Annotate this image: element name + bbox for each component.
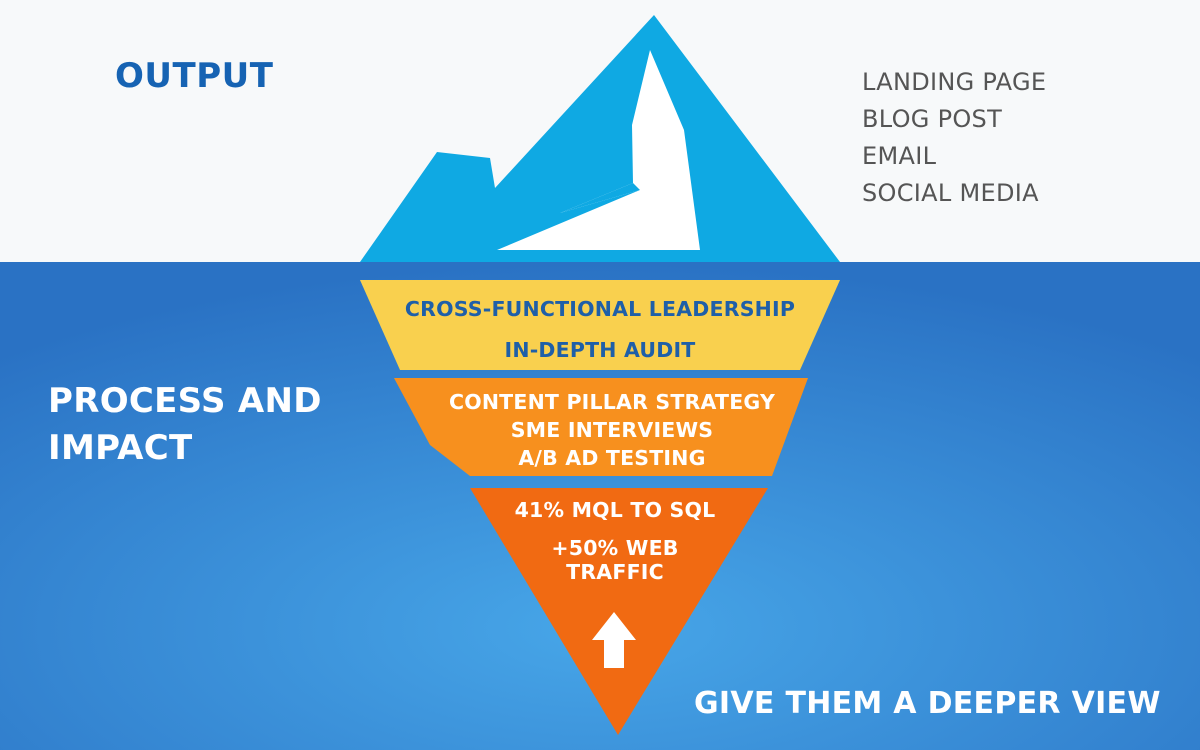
process-title: PROCESS AND IMPACT bbox=[48, 378, 378, 472]
output-list: LANDING PAGE BLOG POST EMAIL SOCIAL MEDI… bbox=[862, 64, 1046, 212]
layer-line: CROSS-FUNCTIONAL LEADERSHIP bbox=[380, 289, 820, 330]
layer-line: 41% MQL TO SQL bbox=[495, 496, 735, 524]
layer-line: IN-DEPTH AUDIT bbox=[380, 330, 820, 371]
layer-strategy-text: CONTENT PILLAR STRATEGY SME INTERVIEWS A… bbox=[412, 388, 812, 472]
process-title-line1: PROCESS AND bbox=[48, 378, 378, 425]
layer-line: +50% WEB bbox=[495, 536, 735, 560]
layer-line: SME INTERVIEWS bbox=[412, 416, 812, 444]
tagline: GIVE THEM A DEEPER VIEW bbox=[694, 686, 1161, 721]
layer-line: A/B AD TESTING bbox=[412, 444, 812, 472]
output-title: OUTPUT bbox=[115, 56, 273, 96]
output-item: LANDING PAGE bbox=[862, 64, 1046, 101]
layer-line: TRAFFIC bbox=[495, 560, 735, 584]
layer-leadership-text: CROSS-FUNCTIONAL LEADERSHIP IN-DEPTH AUD… bbox=[380, 289, 820, 371]
layer-impact-text: 41% MQL TO SQL +50% WEB TRAFFIC bbox=[495, 496, 735, 584]
output-item: SOCIAL MEDIA bbox=[862, 175, 1046, 212]
output-item: EMAIL bbox=[862, 138, 1046, 175]
layer-line: CONTENT PILLAR STRATEGY bbox=[412, 388, 812, 416]
process-title-line2: IMPACT bbox=[48, 425, 378, 472]
output-item: BLOG POST bbox=[862, 101, 1046, 138]
